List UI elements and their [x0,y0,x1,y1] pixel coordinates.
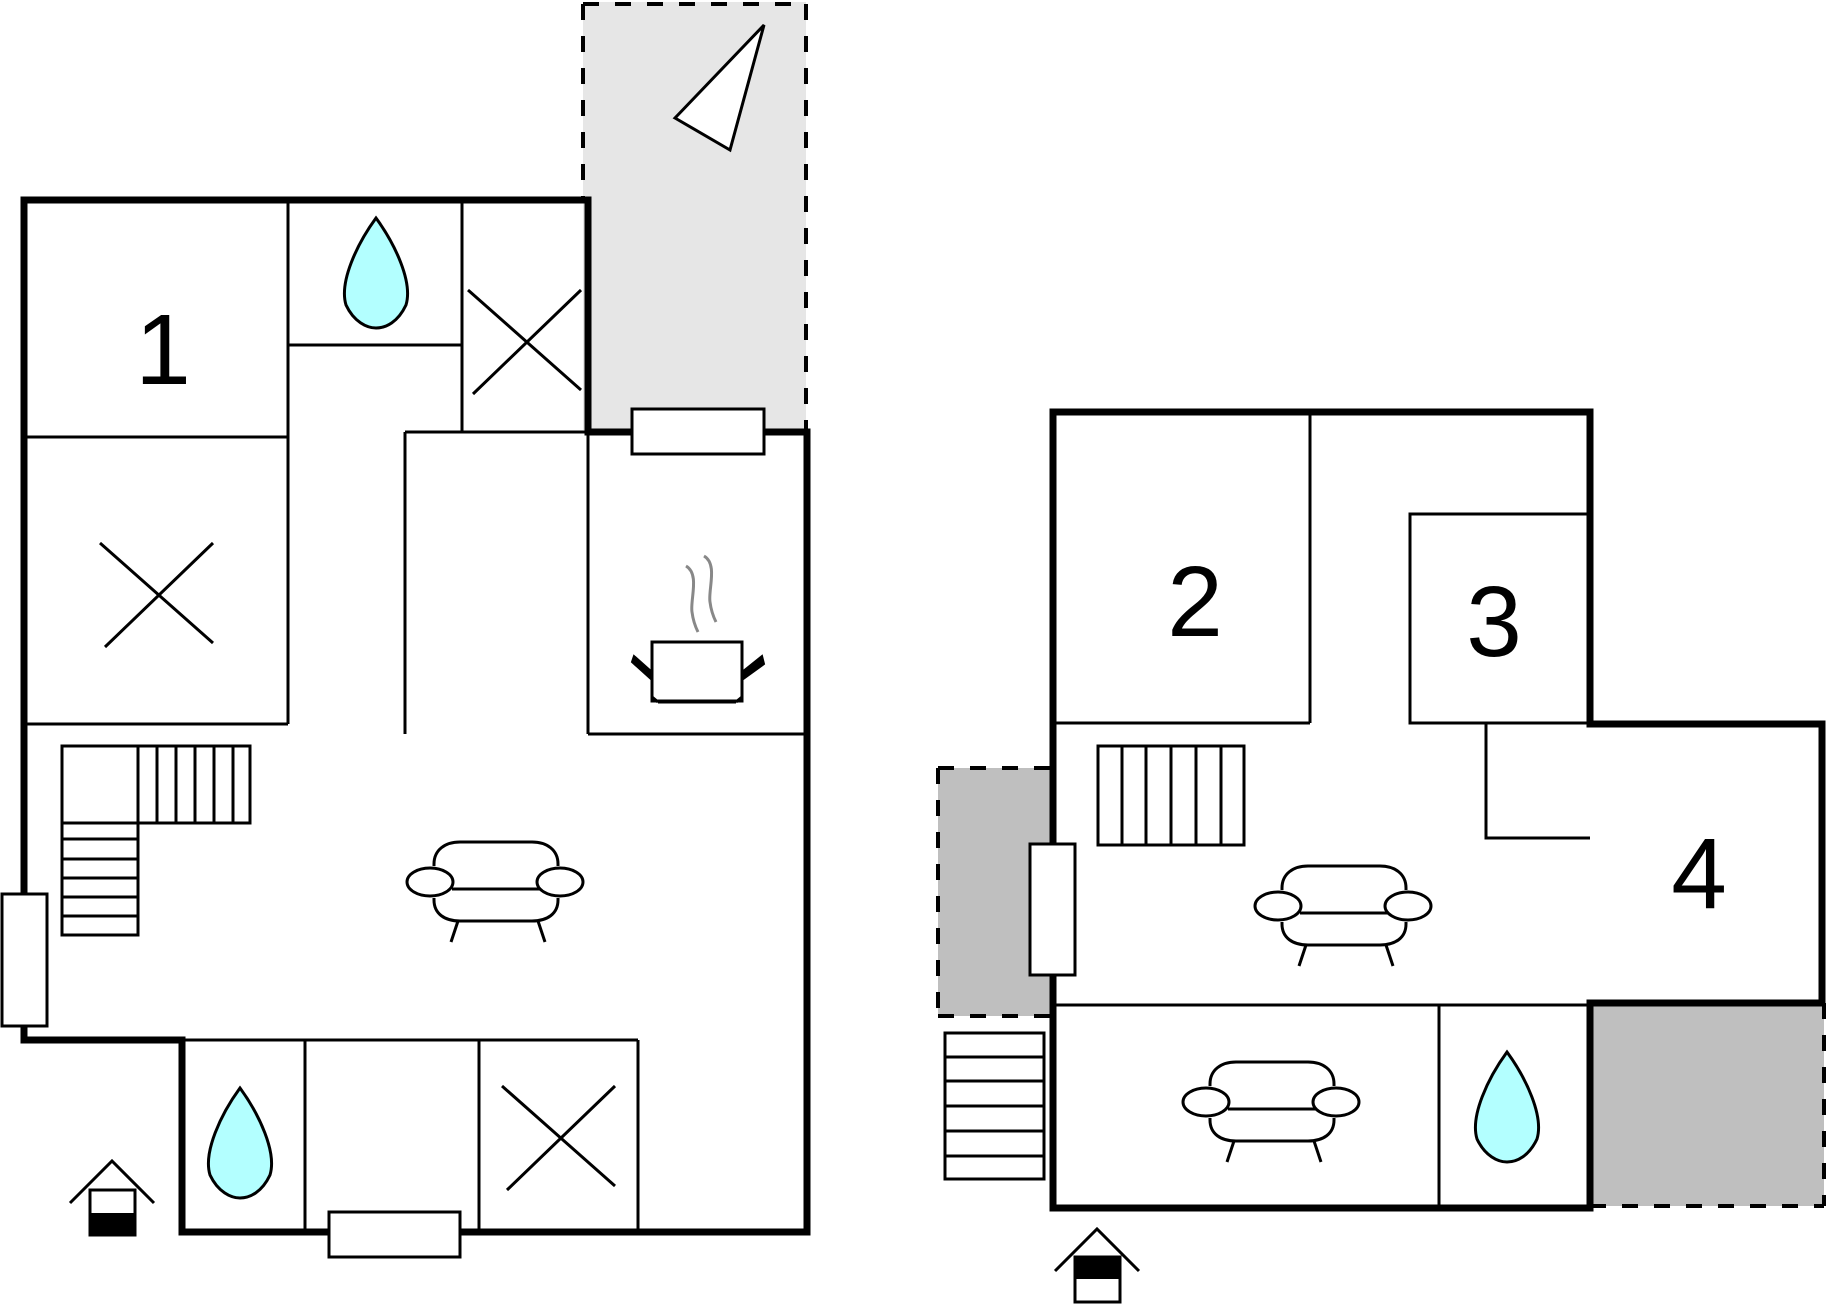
sofa-icon [405,840,585,943]
window-icon [0,892,49,1028]
stairs-icon [943,1031,1046,1181]
sofa-icon [1181,1060,1361,1163]
room-1-label: 1 [135,294,191,406]
bed-cross-icon [501,1084,617,1192]
room-4-label: 4 [1671,818,1727,930]
bed-cross-icon [467,288,583,396]
stairs-icon [1096,744,1246,847]
stairs-icon [60,744,252,937]
room-2-label: 2 [1167,546,1223,658]
cooking-pot-icon [630,554,766,704]
right-floor-interior [1053,412,1592,1208]
window-icon [1028,842,1077,977]
water-drop-icon [207,1085,273,1200]
water-drop-icon [1474,1049,1540,1164]
sofa-icon [1253,864,1433,967]
window-icon [327,1210,462,1259]
left-floor-interior [24,200,807,1232]
window-icon [630,407,766,456]
water-drop-icon [343,215,409,330]
terrace-upper [581,2,808,430]
terrace-right [1590,1003,1826,1208]
room-3-label: 3 [1466,566,1522,678]
bed-cross-icon [99,541,215,649]
entrance-house-icon [68,1158,156,1237]
left-floor-walls [20,196,811,1236]
entrance-house-icon [1053,1226,1141,1304]
sun-triangle-icon [672,23,766,153]
